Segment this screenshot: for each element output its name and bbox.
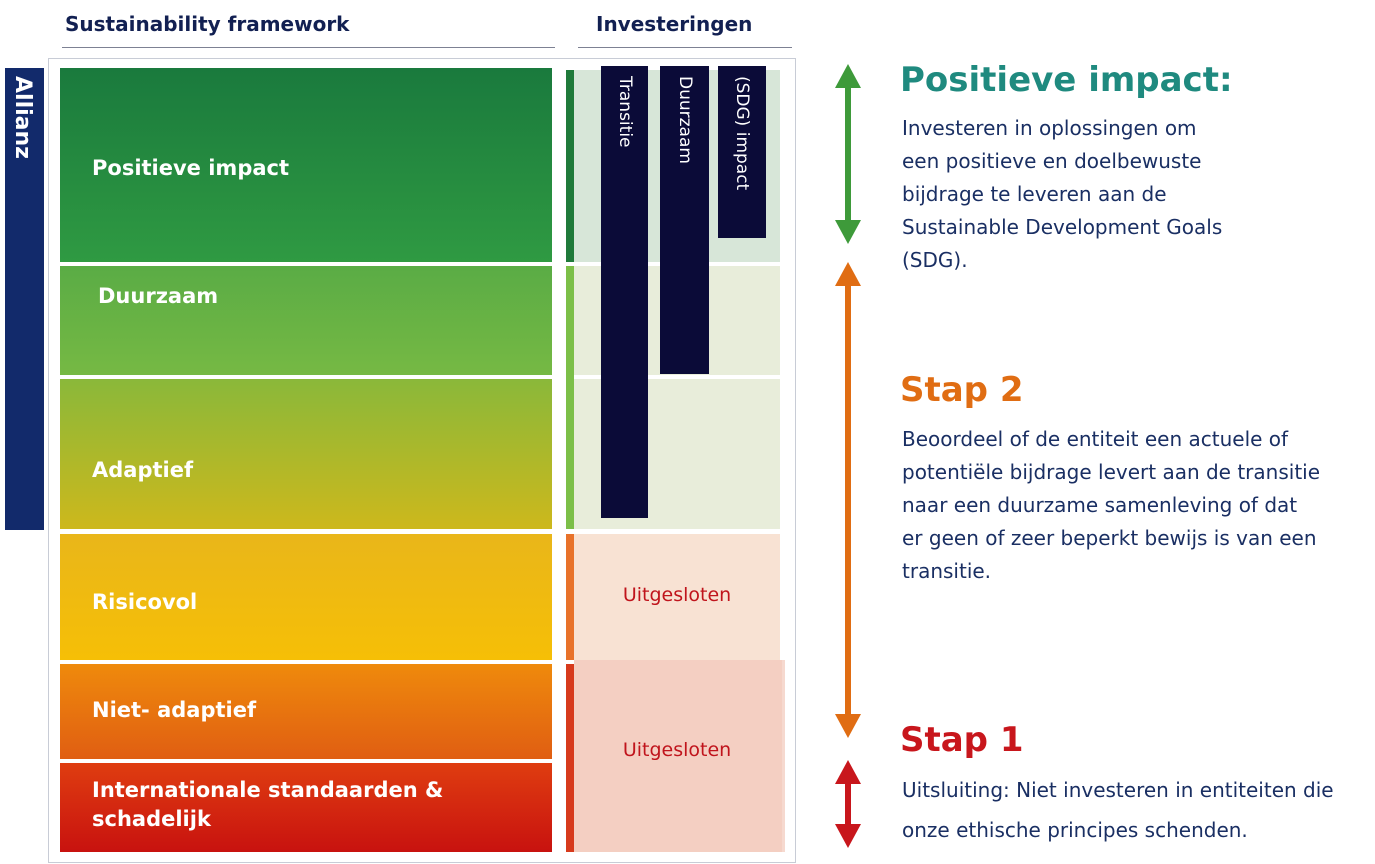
band-label: Risicovol xyxy=(92,590,198,614)
framework-header: Sustainability framework xyxy=(65,12,350,36)
band-internationale-standaarden: Internationale standaarden & schadelijk xyxy=(60,763,552,852)
step2-text: Beoordeel of de entiteit een actuele of … xyxy=(902,427,1321,583)
tint-risicovol xyxy=(574,534,780,660)
excluded-label-risk: Uitgesloten xyxy=(622,584,732,606)
excluded-label-harm: Uitgesloten xyxy=(622,739,732,761)
tint-excluded xyxy=(574,660,785,852)
band-positive-impact: Positieve impact xyxy=(60,68,552,262)
investments-header-rule xyxy=(578,47,792,48)
step1-text: Uitsluiting: Niet investeren in entiteit… xyxy=(902,778,1334,842)
strip-positive xyxy=(566,70,574,262)
strip-excluded xyxy=(566,664,574,852)
band-duurzaam: Duurzaam xyxy=(60,266,552,375)
step2-title: Stap 2 xyxy=(900,370,1024,410)
band-label: Niet- adaptief xyxy=(92,698,257,722)
framework-frame xyxy=(48,58,796,863)
orange-double-arrow xyxy=(834,262,862,738)
strip-transition xyxy=(566,266,574,529)
strip-risk xyxy=(566,534,574,660)
band-label: Internationale standaarden & schadelijk xyxy=(92,778,444,831)
bar-label: (SDG) impact xyxy=(732,76,752,191)
bar-label: Transitie xyxy=(614,76,635,148)
framework-header-rule xyxy=(62,47,555,48)
bar-duurzaam: Duurzaam xyxy=(660,66,709,374)
red-double-arrow xyxy=(834,760,862,848)
step1-title: Stap 1 xyxy=(900,720,1024,760)
band-adaptief: Adaptief xyxy=(60,379,552,529)
positive-impact-text: Investeren in oplossingen om een positie… xyxy=(902,116,1223,272)
brand-label: Allianz xyxy=(9,76,35,159)
band-label: Duurzaam xyxy=(98,284,219,308)
allianz-brand-bar: Allianz xyxy=(5,68,44,530)
bar-label: Duurzaam xyxy=(674,76,695,164)
positive-impact-title: Positieve impact: xyxy=(900,60,1233,100)
band-niet-adaptief: Niet- adaptief xyxy=(60,664,552,759)
investments-header: Investeringen xyxy=(596,12,753,36)
bar-sdg-impact: (SDG) impact xyxy=(718,66,766,238)
band-risicovol: Risicovol xyxy=(60,534,552,660)
bar-transitie: Transitie xyxy=(601,66,648,518)
band-label: Adaptief xyxy=(92,458,194,482)
green-double-arrow xyxy=(834,64,862,244)
band-label: Positieve impact xyxy=(92,156,290,180)
